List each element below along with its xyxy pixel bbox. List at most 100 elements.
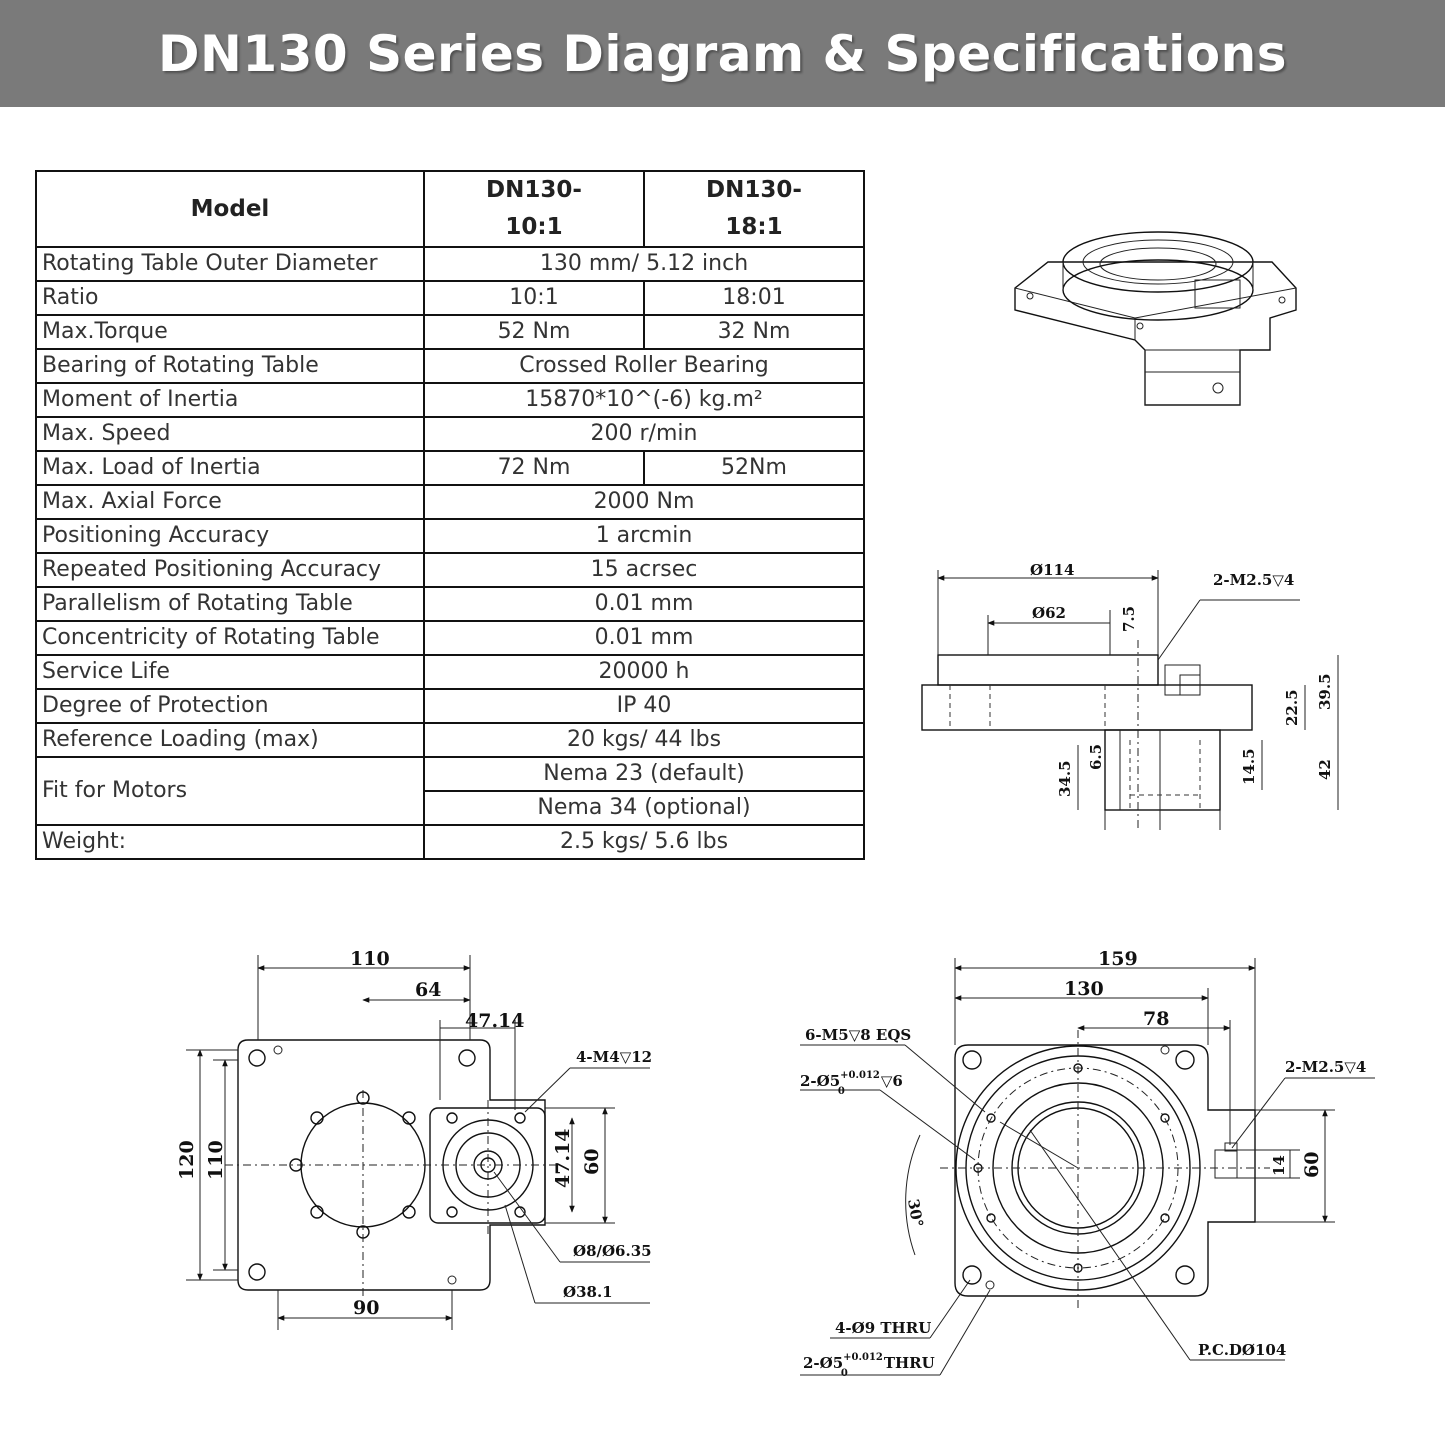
table-row: Max. Axial Force 2000 Nm <box>35 484 865 520</box>
table-row: Degree of Protection IP 40 <box>35 688 865 724</box>
table-row: Ratio 10:1 18:01 <box>35 280 865 316</box>
row-value: 130 mm/ 5.12 inch <box>423 246 865 282</box>
dim-6-m5: 6-M5▽8 EQS <box>805 1026 911 1044</box>
row-value: Nema 23 (default) <box>423 756 865 792</box>
table-row: Weight: 2.5 kgs/ 5.6 lbs <box>35 824 865 860</box>
pin-bottom-thru: THRU <box>884 1354 935 1372</box>
dim-64: 64 <box>415 979 441 1001</box>
bottom-view: 110 64 47.14 4-M4▽12 120 110 47.14 60 Ø8… <box>176 948 652 1330</box>
row-value-b: 32 Nm <box>643 314 865 350</box>
row-value: 2.5 kgs/ 5.6 lbs <box>423 824 865 860</box>
isometric-view <box>1014 231 1297 406</box>
side-view: Ø114 Ø62 7.5 2-M2.5▽4 39.5 22.5 6.5 34.5… <box>921 561 1339 830</box>
dim-47-14-vertical: 47.14 <box>552 1129 574 1189</box>
row-value: 20000 h <box>423 654 865 690</box>
table-row: Max. Load of Inertia 72 Nm 52Nm <box>35 450 865 486</box>
dim-7-5: 7.5 <box>1120 606 1138 632</box>
dim-2-m2-5: 2-M2.5▽4 <box>1285 1058 1366 1076</box>
dim-d8: Ø8/Ø6.35 <box>573 1242 652 1260</box>
table-row: Reference Loading (max) 20 kgs/ 44 lbs <box>35 722 865 758</box>
row-value: Nema 34 (optional) <box>423 790 865 826</box>
header-model-18: DN130- 18:1 <box>643 170 865 248</box>
dim-2-d5-top: 2-Ø5+0.012 0 ▽6 <box>800 1070 903 1097</box>
header-col1-line2: 10:1 <box>505 214 563 240</box>
row-label: Max. Speed <box>35 416 425 452</box>
header-col2-line1: DN130- <box>706 177 802 203</box>
pin-bottom-tolerance-zero: 0 <box>841 1368 848 1379</box>
dim-78: 78 <box>1143 1008 1169 1030</box>
dim-14-5: 14.5 <box>1240 748 1258 785</box>
dim-130: 130 <box>1064 978 1104 1000</box>
dim-14: 14 <box>1270 1155 1288 1176</box>
table-header-row: Model DN130-10:1 DN130-18:1 <box>35 170 865 248</box>
dim-6-5: 6.5 <box>1087 744 1105 770</box>
row-value: 0.01 mm <box>423 620 865 656</box>
row-label: Concentricity of Rotating Table <box>35 620 425 656</box>
row-value: IP 40 <box>423 688 865 724</box>
title-banner: DN130 Series Diagram & Specifications <box>0 0 1445 107</box>
table-row: Repeated Positioning Accuracy 15 acrsec <box>35 552 865 588</box>
pin-top-label: 2-Ø5 <box>800 1072 840 1090</box>
row-label: Degree of Protection <box>35 688 425 724</box>
page-title: DN130 Series Diagram & Specifications <box>157 24 1288 83</box>
table-row: Max.Torque 52 Nm 32 Nm <box>35 314 865 350</box>
row-label: Positioning Accuracy <box>35 518 425 554</box>
pin-top-tolerance-zero: 0 <box>838 1086 845 1097</box>
dim-d62: Ø62 <box>1032 604 1066 622</box>
row-label: Rotating Table Outer Diameter <box>35 246 425 282</box>
pin-bottom-label: 2-Ø5 <box>803 1354 843 1372</box>
pin-top-tolerance: +0.012 <box>840 1070 880 1081</box>
row-value: Crossed Roller Bearing <box>423 348 865 384</box>
header-model-10: DN130- 10:1 <box>423 170 645 248</box>
row-label: Service Life <box>35 654 425 690</box>
row-label: Weight: <box>35 824 425 860</box>
row-value-b: 52Nm <box>643 450 865 486</box>
table-row: Service Life 20000 h <box>35 654 865 690</box>
dim-60-right: 60 <box>1301 1152 1323 1178</box>
dim-4-d9: 4-Ø9 THRU <box>835 1319 931 1337</box>
row-label: Moment of Inertia <box>35 382 425 418</box>
dim-pcd: P.C.DØ104 <box>1198 1341 1286 1359</box>
table-row: Bearing of Rotating Table Crossed Roller… <box>35 348 865 384</box>
dim-d38: Ø38.1 <box>563 1283 613 1301</box>
spec-table: Model DN130-10:1 DN130-18:1 Rotating Tab… <box>35 170 865 860</box>
row-value: 15870*10^(-6) kg.m² <box>423 382 865 418</box>
table-row: Max. Speed 200 r/min <box>35 416 865 452</box>
row-label: Fit for Motors <box>35 756 425 826</box>
table-row: Fit for Motors Nema 23 (default) <box>35 756 865 826</box>
row-value-a: 52 Nm <box>423 314 645 350</box>
row-label: Repeated Positioning Accuracy <box>35 552 425 588</box>
row-value: 20 kgs/ 44 lbs <box>423 722 865 758</box>
dim-39-5: 39.5 <box>1316 673 1334 710</box>
dim-60: 60 <box>581 1149 603 1175</box>
row-value-a: 72 Nm <box>423 450 645 486</box>
dim-m2-5: 2-M2.5▽4 <box>1213 571 1294 589</box>
row-value-b: 18:01 <box>643 280 865 316</box>
dim-d114: Ø114 <box>1030 561 1074 579</box>
row-value-a: 10:1 <box>423 280 645 316</box>
table-row: Nema 34 (optional) <box>36 790 865 826</box>
dim-22-5: 22.5 <box>1283 689 1301 726</box>
dim-34-5: 34.5 <box>1056 760 1074 797</box>
header-col2-line2: 18:1 <box>725 214 783 240</box>
row-value: 15 acrsec <box>423 552 865 588</box>
dim-4-m4: 4-M4▽12 <box>576 1048 652 1066</box>
header-col1-line1: DN130- <box>486 177 582 203</box>
dim-90: 90 <box>353 1297 379 1319</box>
table-row: Moment of Inertia 15870*10^(-6) kg.m² <box>35 382 865 418</box>
dim-159: 159 <box>1098 948 1138 970</box>
table-row: Rotating Table Outer Diameter 130 mm/ 5.… <box>35 246 865 282</box>
dim-47-14: 47.14 <box>465 1010 525 1032</box>
dim-110-vertical: 110 <box>205 1140 227 1180</box>
dim-30-degree: 30° <box>904 1198 927 1229</box>
table-row: Positioning Accuracy 1 arcmin <box>35 518 865 554</box>
row-label: Max.Torque <box>35 314 425 350</box>
row-value: 2000 Nm <box>423 484 865 520</box>
row-label: Max. Axial Force <box>35 484 425 520</box>
pin-top-depth: ▽6 <box>881 1072 903 1090</box>
row-value: 200 r/min <box>423 416 865 452</box>
row-label: Reference Loading (max) <box>35 722 425 758</box>
